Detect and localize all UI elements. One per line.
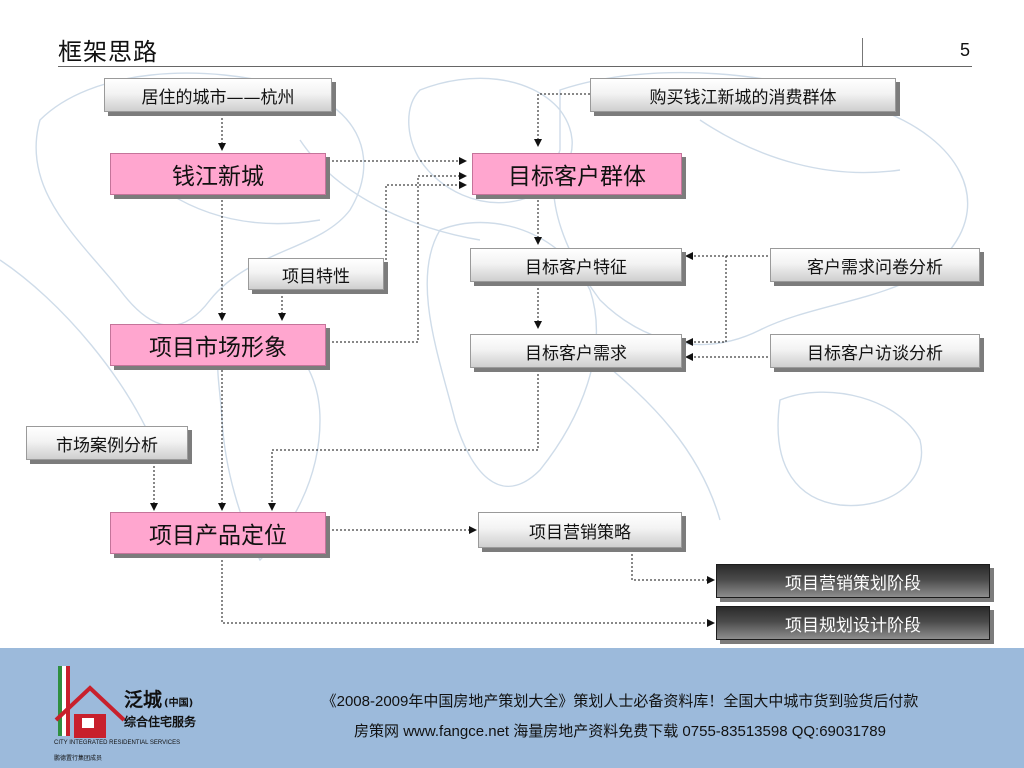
logo-brand: 泛城: [124, 688, 162, 711]
node-qianjiang-new-city: 钱江新城: [110, 153, 326, 195]
footer-promo-line: 《2008-2009年中国房地产策划大全》策划人士必备资料库！全国大中城市货到验…: [321, 693, 919, 710]
flow-connectors: [150, 93, 768, 627]
node-questionnaire-analysis: 客户需求问卷分析: [770, 248, 980, 282]
node-consumer-group: 购买钱江新城的消费群体: [590, 78, 896, 112]
node-market-case-analysis: 市场案例分析: [26, 426, 188, 460]
logo-group-note: 鹏德置行集团成员: [54, 754, 102, 762]
company-logo: 泛城 (中国) 综合住宅服务 CITY INTEGRATED RESIDENTI…: [54, 666, 197, 762]
connector-features-to-target: [385, 181, 467, 272]
node-product-positioning: 项目产品定位: [110, 512, 326, 554]
node-interview-analysis: 目标客户访谈分析: [770, 334, 980, 368]
connector-consumer-to-target: [534, 93, 590, 147]
slide-title: 框架思路: [58, 38, 158, 66]
node-project-market-image: 项目市场形象: [110, 324, 326, 366]
connector-strategy-to-marketing-stage: [631, 550, 715, 584]
node-marketing-strategy: 项目营销策略: [478, 512, 682, 548]
footer-contact-line: 房策网 www.fangce.net 海量房地产资料免费下载 0755-8351…: [354, 723, 886, 740]
connector-needs-to-positioning: [268, 370, 539, 511]
logo-english-name: CITY INTEGRATED RESIDENTIAL SERVICES: [54, 740, 180, 746]
connector-image-to-target: [328, 172, 467, 343]
header-rule: [58, 66, 972, 67]
logo-tagline: 综合住宅服务: [124, 714, 197, 729]
footer-band: [0, 648, 1024, 768]
page-number: 5: [959, 40, 970, 60]
connector-questionnaire-to-needs: [685, 256, 727, 346]
header-divider: [862, 38, 863, 66]
node-design-planning-stage: 项目规划设计阶段: [716, 606, 990, 640]
node-project-features: 项目特性: [248, 258, 384, 290]
node-marketing-planning-stage: 项目营销策划阶段: [716, 564, 990, 598]
logo-brand-suffix: (中国): [164, 696, 193, 709]
node-target-customer-needs: 目标客户需求: [470, 334, 682, 368]
node-city: 居住的城市——杭州: [104, 78, 332, 112]
connector-positioning-to-design-stage: [221, 556, 715, 627]
node-target-customer-features: 目标客户特征: [470, 248, 682, 282]
node-target-customer-group: 目标客户群体: [472, 153, 682, 195]
